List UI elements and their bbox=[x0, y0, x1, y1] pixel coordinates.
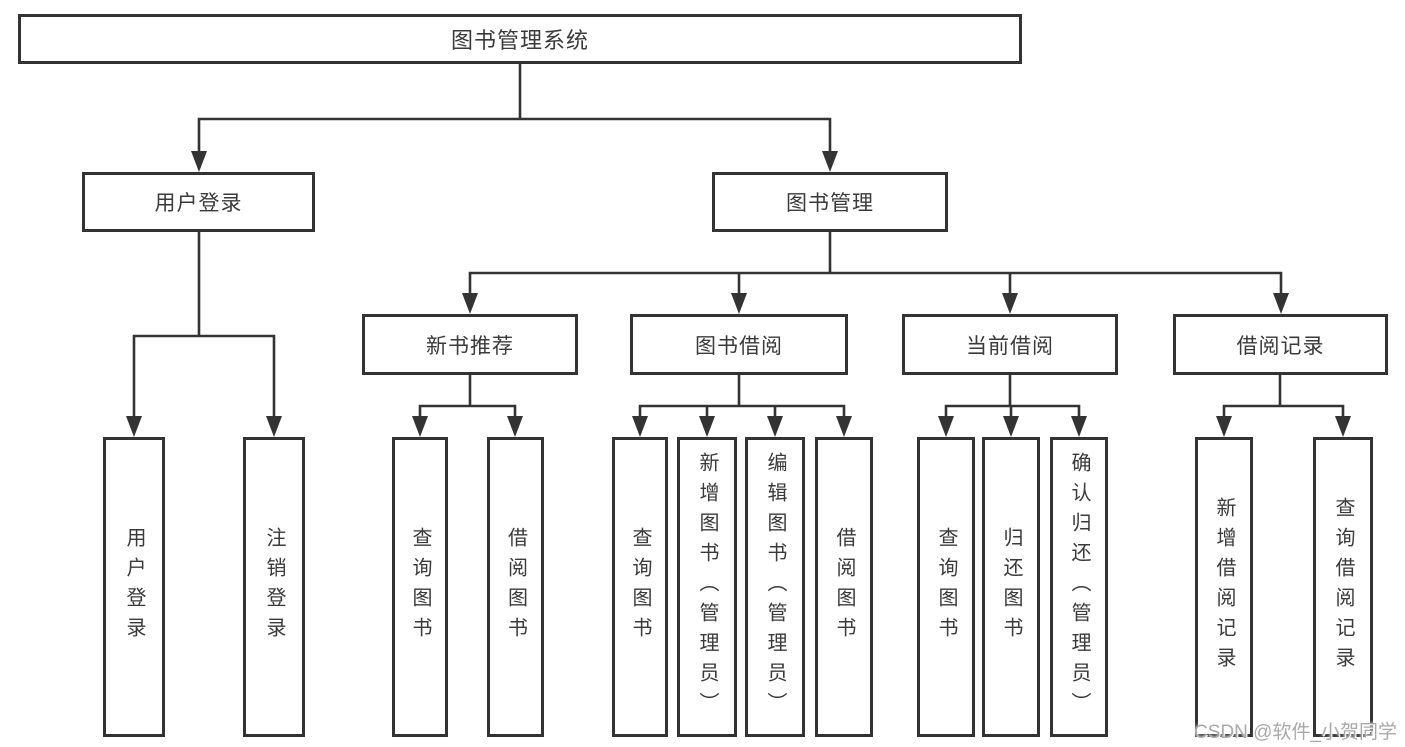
leaf-borrow-books-1: 借阅图书 bbox=[487, 437, 544, 737]
leaf-borrow-books-1-label: 借阅图书 bbox=[504, 527, 527, 647]
leaf-confirm-return-admin: 确认归还（管理员） bbox=[1050, 437, 1108, 737]
node-new-book-rec-label: 新书推荐 bbox=[426, 334, 514, 358]
leaf-query-books-3: 查询图书 bbox=[917, 437, 975, 737]
arrowhead bbox=[462, 293, 478, 314]
leaf-query-books-2-label: 查询图书 bbox=[629, 527, 651, 647]
leaf-user-login-label: 用户登录 bbox=[123, 527, 145, 647]
leaf-query-borrow-record-label: 查询借阅记录 bbox=[1332, 497, 1354, 677]
leaf-user-login: 用户登录 bbox=[103, 437, 165, 737]
node-new-book-rec: 新书推荐 bbox=[362, 314, 578, 375]
node-borrow-records: 借阅记录 bbox=[1173, 314, 1388, 375]
arrowhead bbox=[412, 416, 428, 437]
arrowhead bbox=[632, 416, 648, 437]
leaf-add-books-admin-label: 新增图书（管理员） bbox=[696, 452, 718, 722]
arrowhead bbox=[938, 416, 954, 437]
leaf-confirm-return-admin-label: 确认归还（管理员） bbox=[1068, 452, 1090, 722]
arrowhead bbox=[1071, 416, 1087, 437]
node-user-login: 用户登录 bbox=[82, 172, 315, 232]
node-root-label: 图书管理系统 bbox=[450, 28, 589, 53]
leaf-return-books: 归还图书 bbox=[982, 437, 1040, 737]
connector-new-book-to-leaves bbox=[418, 373, 517, 420]
leaf-query-borrow-record: 查询借阅记录 bbox=[1313, 437, 1373, 737]
connector-root-to-level2 bbox=[197, 62, 832, 154]
arrowhead bbox=[126, 416, 142, 437]
node-book-mgmt-label: 图书管理 bbox=[786, 192, 874, 215]
connector-user-login-to-leaves bbox=[132, 230, 276, 420]
node-user-login-label: 用户登录 bbox=[154, 192, 243, 215]
node-book-borrow-label: 图书借阅 bbox=[695, 334, 783, 358]
leaf-query-books-2: 查询图书 bbox=[612, 437, 668, 737]
arrowhead bbox=[191, 151, 207, 172]
node-current-borrow: 当前借阅 bbox=[902, 314, 1118, 375]
node-borrow-records-label: 借阅记录 bbox=[1236, 334, 1325, 358]
leaf-borrow-books-2-label: 借阅图书 bbox=[833, 527, 855, 647]
arrowhead bbox=[1003, 416, 1019, 437]
arrowhead bbox=[699, 416, 715, 437]
leaf-logout-label: 注销登录 bbox=[263, 527, 285, 647]
leaf-query-books-1-label: 查询图书 bbox=[409, 527, 431, 647]
connector-borrow-records-to-leaves bbox=[1222, 373, 1345, 420]
node-book-mgmt: 图书管理 bbox=[712, 172, 948, 232]
leaf-return-books-label: 归还图书 bbox=[1000, 527, 1022, 647]
arrowhead bbox=[822, 151, 838, 172]
connector-book-mgmt-to-level3 bbox=[468, 230, 1283, 297]
arrowhead bbox=[1335, 416, 1351, 437]
leaf-edit-books-admin-label: 编辑图书（管理员） bbox=[764, 452, 786, 722]
arrowhead bbox=[836, 416, 852, 437]
leaf-edit-books-admin: 编辑图书（管理员） bbox=[745, 437, 805, 737]
node-root: 图书管理系统 bbox=[18, 14, 1022, 64]
leaf-add-borrow-record: 新增借阅记录 bbox=[1195, 437, 1253, 737]
arrowhead bbox=[507, 416, 523, 437]
leaf-query-books-1: 查询图书 bbox=[392, 437, 448, 737]
leaf-logout: 注销登录 bbox=[243, 437, 305, 737]
arrowhead bbox=[1002, 293, 1018, 314]
leaf-add-books-admin: 新增图书（管理员） bbox=[677, 437, 737, 737]
arrowhead bbox=[731, 293, 747, 314]
leaf-add-borrow-record-label: 新增借阅记录 bbox=[1213, 497, 1235, 677]
arrowhead bbox=[1216, 416, 1232, 437]
arrowhead bbox=[767, 416, 783, 437]
csdn-watermark: CSDN @软件_小贺同学 bbox=[1194, 722, 1397, 743]
node-current-borrow-label: 当前借阅 bbox=[966, 334, 1054, 358]
arrowhead bbox=[266, 416, 282, 437]
connector-current-borrow-to-leaves bbox=[944, 373, 1081, 420]
leaf-query-books-3-label: 查询图书 bbox=[935, 527, 957, 647]
leaf-borrow-books-2: 借阅图书 bbox=[815, 437, 873, 737]
connector-book-borrow-to-leaves bbox=[638, 373, 846, 420]
arrowhead bbox=[1273, 293, 1289, 314]
node-book-borrow: 图书借阅 bbox=[630, 314, 848, 375]
